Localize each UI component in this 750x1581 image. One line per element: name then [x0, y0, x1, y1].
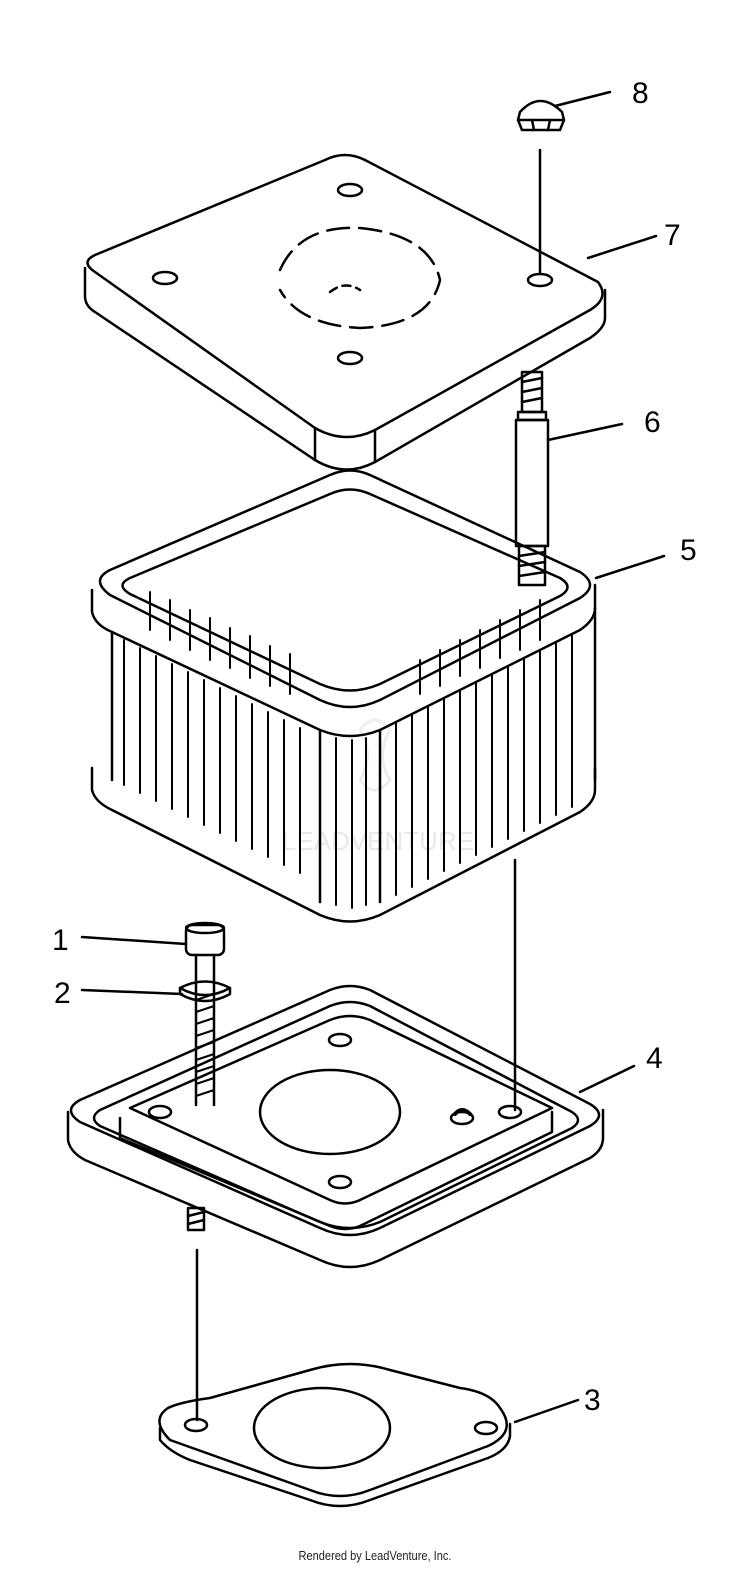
- part-6-stud[interactable]: [514, 370, 550, 587]
- leader-8: [553, 90, 612, 108]
- leader-4: [578, 1064, 636, 1094]
- callout-4: 4: [646, 1042, 663, 1075]
- base-stud-bottom: [186, 1206, 206, 1232]
- callout-leaders: [80, 90, 666, 1424]
- callout-2: 2: [54, 977, 71, 1010]
- leader-1: [80, 935, 188, 946]
- callout-8: 8: [632, 77, 649, 110]
- leader-6: [546, 422, 624, 442]
- part-4-filter-base[interactable]: [66, 984, 605, 1269]
- callout-1: 1: [52, 924, 69, 957]
- watermark-logo: LEADVENTURE: [282, 718, 474, 856]
- callout-6: 6: [644, 406, 661, 439]
- part-8-acorn-nut[interactable]: [516, 99, 566, 132]
- part-5-air-filter[interactable]: [90, 469, 597, 923]
- callout-5: 5: [680, 534, 697, 567]
- leader-7: [586, 234, 658, 260]
- leader-2: [80, 988, 184, 996]
- callout-labels: 1 2 3 4 5 6 7 8: [52, 77, 697, 1417]
- callout-7: 7: [664, 219, 681, 252]
- footer-credit: Rendered by LeadVenture, Inc.: [298, 1548, 452, 1563]
- part-7-cover-plate[interactable]: [83, 153, 607, 471]
- part-2-lock-washer[interactable]: [178, 980, 232, 1003]
- part-3-gasket[interactable]: [158, 1362, 512, 1508]
- part-1-screw[interactable]: [184, 921, 226, 1107]
- leader-5: [594, 554, 666, 580]
- callout-3: 3: [584, 1384, 601, 1417]
- leader-3: [513, 1398, 580, 1424]
- watermark-text: LEADVENTURE: [282, 826, 474, 856]
- filter-pleats: [123, 591, 573, 909]
